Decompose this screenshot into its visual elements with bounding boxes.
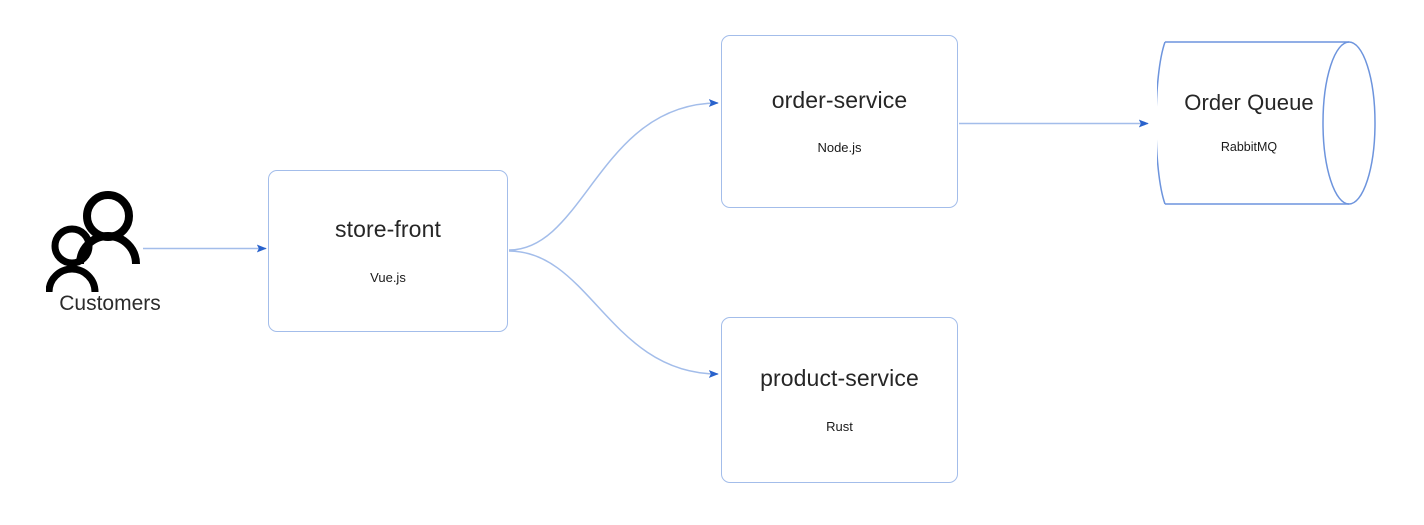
cylinder-shape [1157,41,1376,205]
store-front-title: store-front [335,216,441,243]
node-store-front[interactable]: store-front Vue.js [268,170,508,332]
order-service-subtitle: Node.js [817,140,862,155]
product-service-title: product-service [760,365,919,392]
node-order-queue[interactable]: Order Queue RabbitMQ [1157,36,1377,210]
customers-label: Customers [59,292,161,315]
node-customers[interactable]: Customers [40,188,180,333]
order-service-title: order-service [771,86,908,113]
product-service-subtitle: Rust [826,418,853,434]
node-order-service[interactable]: order-service Node.js [721,35,958,208]
order-queue-title: Order Queue [1184,90,1314,116]
order-queue-text-block: Order Queue RabbitMQ [1165,36,1333,210]
customers-icon [46,191,140,293]
store-front-subtitle: Vue.js [370,269,406,285]
order-queue-subtitle: RabbitMQ [1220,140,1278,155]
node-product-service[interactable]: product-service Rust [721,317,958,483]
edge-store-front-to-product-service [508,250,719,378]
edge-store-front-to-order-service [508,99,719,251]
